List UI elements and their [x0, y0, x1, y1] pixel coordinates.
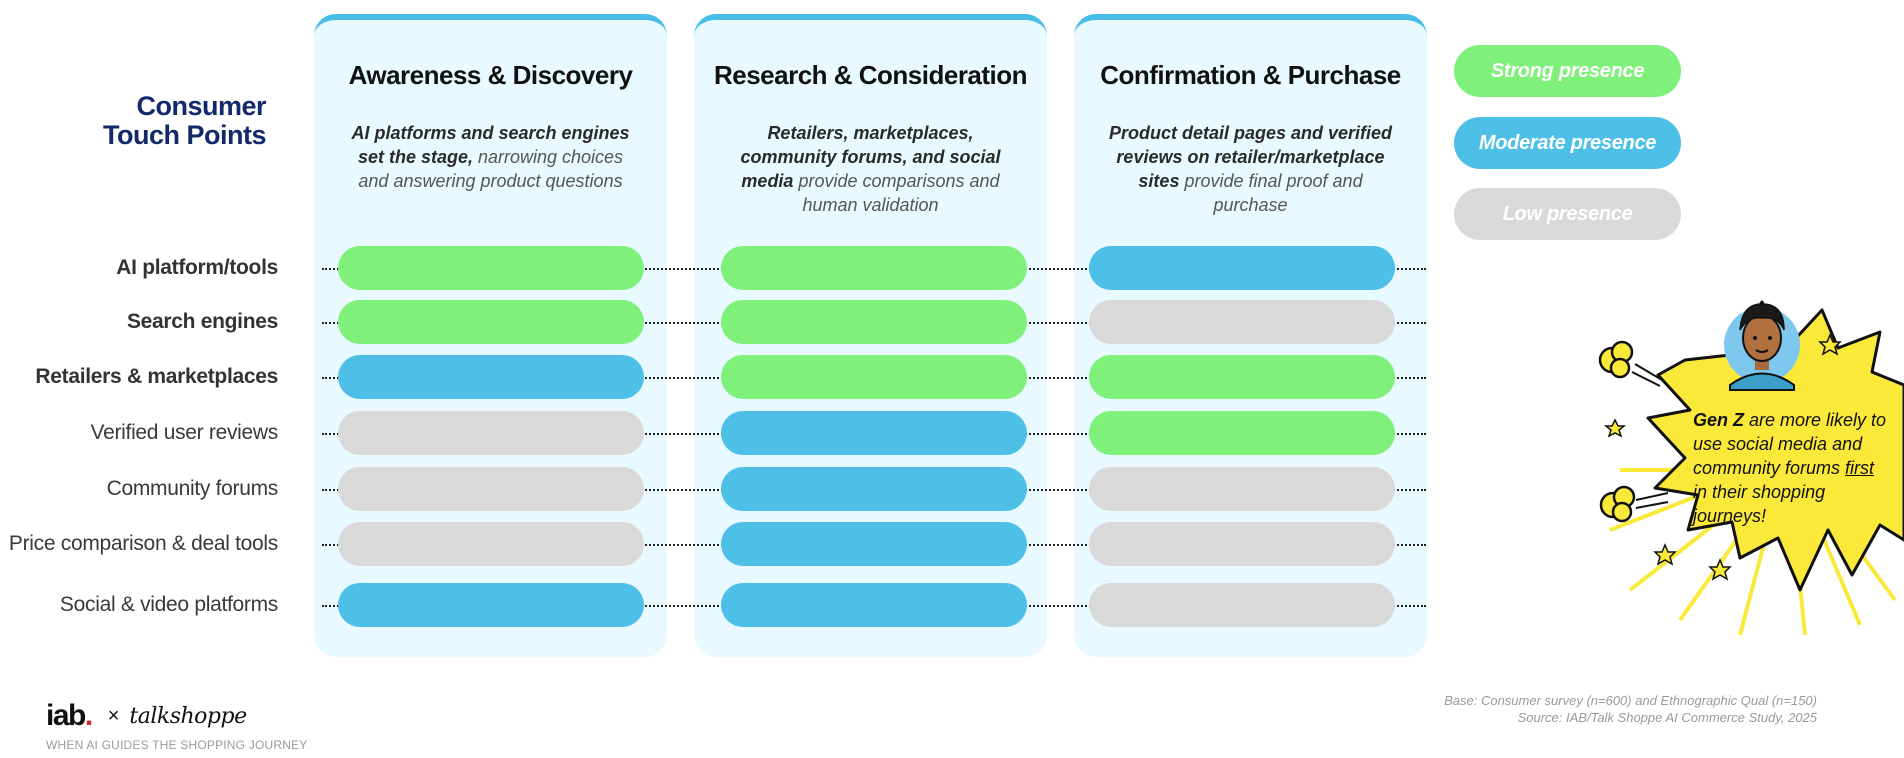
iab-logo-text: iab: [46, 699, 86, 732]
puff-cloud-top-icon: [1598, 340, 1634, 379]
presence-pill-low: [338, 522, 644, 566]
puff-cloud-bottom-icon: [1599, 485, 1636, 523]
presence-pill-strong: [1089, 411, 1395, 455]
callout-underlined: first: [1845, 458, 1875, 478]
iab-logo: iab.: [46, 699, 93, 733]
stage-description-rest: provide comparisons and human validation: [793, 171, 1000, 215]
callout-bold: Gen Z: [1693, 410, 1745, 430]
stage-description: Retailers, marketplaces, community forum…: [722, 121, 1019, 217]
presence-pill-strong: [338, 246, 644, 290]
touchpoint-label: Price comparison & deal tools: [8, 532, 278, 555]
legend-moderate: Moderate presence: [1454, 117, 1681, 169]
stage-description-rest: provide final proof and purchase: [1179, 171, 1363, 215]
callout-text: Gen Z are more likely to use social medi…: [1693, 408, 1893, 528]
presence-pill-strong: [721, 300, 1027, 344]
legend-low: Low presence: [1454, 188, 1681, 240]
presence-pill-strong: [721, 246, 1027, 290]
times-symbol: ×: [107, 704, 120, 727]
sparkle-star-icons: [1603, 333, 1842, 581]
starburst-shape: [1646, 300, 1904, 592]
callout-text-after: in their shopping journeys!: [1693, 482, 1826, 526]
presence-pill-moderate: [338, 355, 644, 399]
stage-description-bold: Retailers, marketplaces, community forum…: [740, 123, 1001, 191]
presence-pill-low: [338, 467, 644, 511]
stage-title: Awareness & Discovery: [348, 60, 633, 90]
page-title: Consumer Touch Points: [100, 91, 267, 150]
touchpoint-label: Social & video platforms: [59, 593, 278, 616]
presence-pill-moderate: [338, 583, 644, 627]
presence-pill-moderate: [721, 411, 1027, 455]
stage-description-rest: narrowing choices and answering product …: [358, 147, 624, 191]
stage-description: Product detail pages and verified review…: [1102, 121, 1399, 217]
touchpoint-label: Community forums: [106, 477, 279, 500]
presence-pill-moderate: [721, 583, 1027, 627]
touchpoint-label: AI platform/tools: [116, 256, 278, 279]
starburst-callout: [1598, 300, 1904, 636]
presence-pill-strong: [721, 355, 1027, 399]
presence-pill-low: [338, 411, 644, 455]
presence-pill-low: [1089, 300, 1395, 344]
footer-logo: iab. × talkshoppe: [46, 699, 247, 733]
presence-pill-low: [1089, 522, 1395, 566]
source-citation: Source: IAB/Talk Shoppe AI Commerce Stud…: [1517, 710, 1817, 725]
callout-text-before: are more likely to use social media and …: [1693, 410, 1887, 478]
gen-z-avatar: [1724, 303, 1800, 391]
touchpoint-label: Retailers & marketplaces: [35, 365, 278, 388]
stage-title: Confirmation & Purchase: [1100, 60, 1401, 90]
presence-pill-low: [1089, 467, 1395, 511]
presence-pill-low: [1089, 583, 1395, 627]
touchpoint-label: Verified user reviews: [90, 421, 279, 444]
stage-description: AI platforms and search engines set the …: [342, 121, 639, 193]
source-base: Base: Consumer survey (n=600) and Ethnog…: [1444, 693, 1817, 708]
stage-title: Research & Consideration: [713, 60, 1028, 90]
page-title-line1: Consumer: [136, 91, 266, 121]
touchpoint-label: Search engines: [126, 310, 278, 333]
footer-tagline: WHEN AI GUIDES THE SHOPPING JOURNEY: [46, 738, 308, 752]
presence-pill-moderate: [721, 522, 1027, 566]
presence-pill-strong: [1089, 355, 1395, 399]
page-title-line2: Touch Points: [103, 120, 267, 150]
talkshoppe-logo: talkshoppe: [129, 703, 247, 729]
presence-pill-strong: [338, 300, 644, 344]
presence-pill-moderate: [721, 467, 1027, 511]
legend-strong: Strong presence: [1454, 45, 1681, 97]
iab-logo-dot: .: [84, 699, 93, 732]
presence-pill-moderate: [1089, 246, 1395, 290]
source-note: Base: Consumer survey (n=600) and Ethnog…: [1444, 692, 1817, 726]
stage-description-bold: AI platforms and search engines set the …: [351, 123, 630, 167]
stage-description-bold: Product detail pages and verified review…: [1108, 123, 1393, 191]
